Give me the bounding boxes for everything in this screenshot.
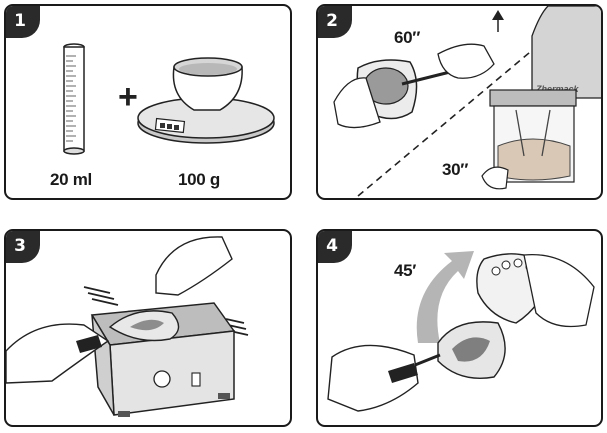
mix-time-label: 60″ [394,28,421,47]
step-3-badge: 3 [6,231,40,263]
plus-sign: + [118,78,138,116]
step-2-badge: 2 [318,6,352,38]
weight-label: 100 g [178,170,220,189]
impression-tray-icon [108,310,180,342]
step-1-panel: 1 [4,4,292,200]
vibrator-illustration [6,236,249,417]
impression-tray-icon [409,321,506,379]
vacuum-time-label: 30″ [442,160,469,179]
step-2-panel: 2 Zhermack 60″ 30″ [316,4,603,200]
step-4-badge: 4 [318,231,352,263]
measuring-cylinder-icon [63,43,85,155]
dental-cast-icon [476,253,595,328]
spatula-hand-icon [401,10,504,86]
curved-arrow-icon [416,251,474,343]
hands-icon [6,236,233,384]
set-time-label: 45′ [394,261,417,280]
removal-illustration [327,251,595,412]
mixer-brand-label: Zhermack [535,84,580,94]
scale-with-bowl-icon [137,57,275,144]
step-4-panel: 4 45′ [316,229,603,427]
hand-icon [327,344,419,412]
mixing-illustration: Zhermack [333,6,601,197]
vacuum-mixer-icon: Zhermack [481,6,601,190]
measuring-illustration: + [63,43,275,155]
step-1-badge: 1 [6,6,40,38]
mixing-bowl-icon [333,59,418,129]
step-3-panel: 3 [4,229,292,427]
volume-label: 20 ml [50,170,92,189]
